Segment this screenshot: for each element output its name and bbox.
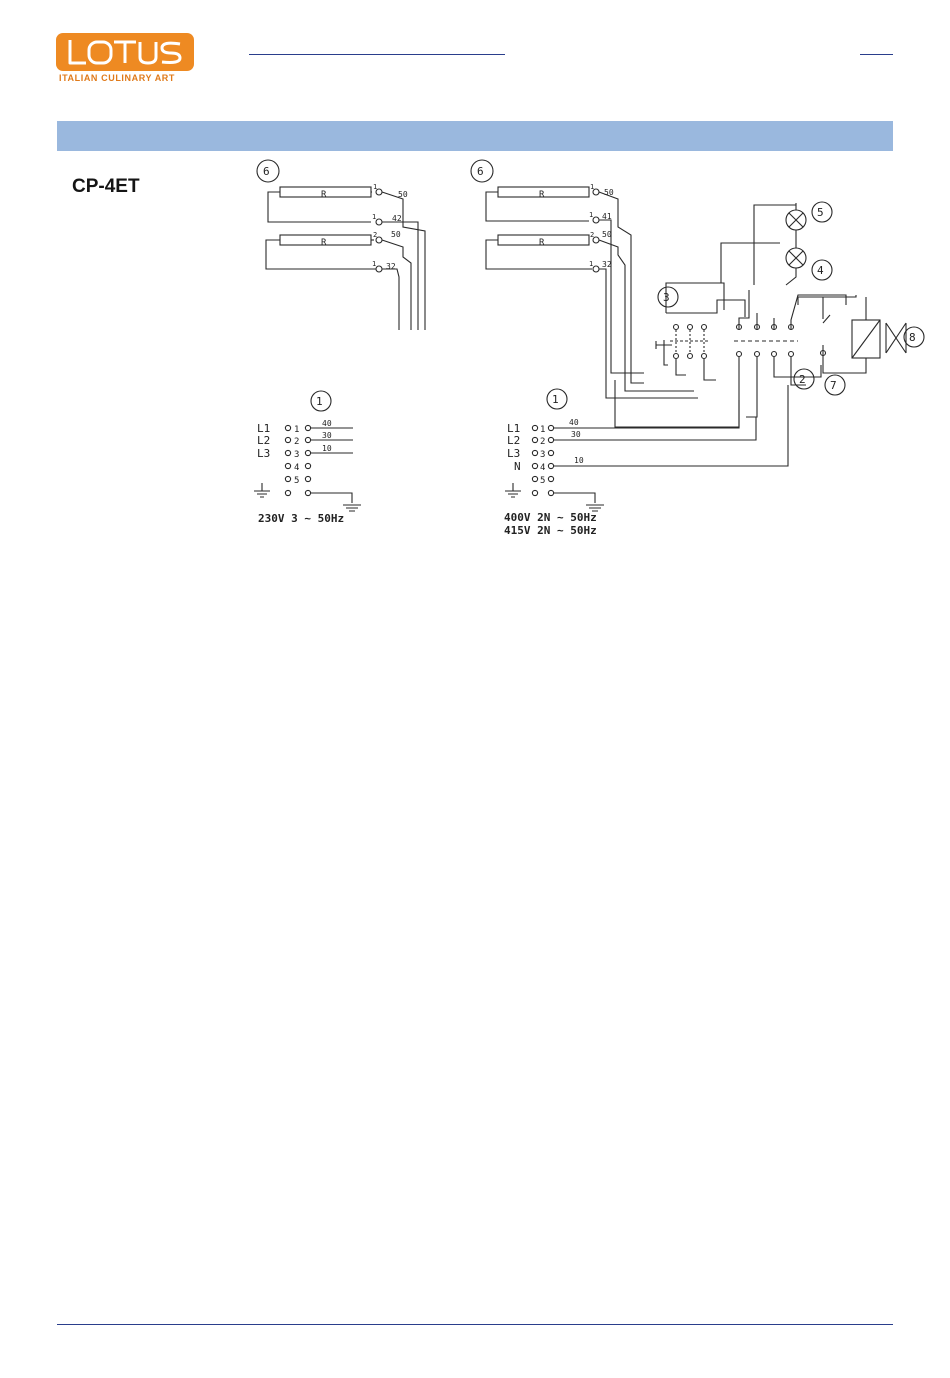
left-callout-1-label: 1 [316, 395, 323, 408]
left-label-l2: L2 [257, 434, 270, 447]
right-callout-1-label: 1 [552, 393, 559, 406]
left-hterm-b: 50 [398, 190, 408, 199]
right-tnum-3: 3 [540, 450, 545, 460]
left-supply-rating: 230V 3 ~ 50Hz [258, 512, 344, 525]
right-hterm-e: 2 [590, 231, 594, 239]
right-supply-415v: 415V 2N ~ 50Hz [504, 524, 597, 537]
left-hterm-g: 1 [372, 260, 376, 268]
lotus-logo: ITALIAN CULINARY ART [56, 33, 194, 85]
right-wire-10: 10 [574, 456, 584, 465]
right-tnum-4: 4 [540, 463, 545, 473]
left-resistor-2-label: R [321, 238, 327, 248]
model-title: CP-4ET [72, 176, 140, 198]
right-hterm-c: 1 [589, 211, 593, 219]
left-tnum-1: 1 [294, 425, 299, 435]
right-resistor-1-label: R [539, 190, 545, 200]
right-hterm-b: 50 [604, 188, 614, 197]
left-tnum-2: 2 [294, 437, 299, 447]
right-hterm-f: 50 [602, 230, 612, 239]
left-hterm-c: 1 [372, 213, 376, 221]
right-callout-2-label: 2 [799, 373, 806, 386]
left-tnum-4: 4 [294, 463, 299, 473]
right-hterm-h: 32 [602, 260, 612, 269]
right-label-l3: L3 [507, 447, 520, 460]
right-callout-5-label: 5 [817, 206, 824, 219]
left-tnum-5: 5 [294, 476, 299, 486]
right-wire-30: 30 [571, 430, 581, 439]
left-wire-40: 40 [322, 419, 332, 428]
right-resistor-2-label: R [539, 238, 545, 248]
right-callout-7-label: 7 [830, 379, 837, 392]
right-callout-4-label: 4 [817, 264, 824, 277]
right-hterm-a: 1 [590, 183, 594, 191]
left-tnum-3: 3 [294, 450, 299, 460]
right-callout-3-label: 3 [663, 291, 670, 304]
logo-tagline: ITALIAN CULINARY ART [59, 73, 175, 83]
left-hterm-e: 2 [373, 231, 377, 239]
wiring-diagram: R R 6 1 1 50 1 42 2 50 1 32 L1 L2 L3 1 2… [246, 155, 936, 547]
right-tnum-1: 1 [540, 425, 545, 435]
left-label-l3: L3 [257, 447, 270, 460]
left-hterm-h: 32 [386, 262, 396, 271]
right-callout-8-label: 8 [909, 331, 916, 344]
left-resistor-1-label: R [321, 190, 327, 200]
header-rule-left [249, 54, 505, 55]
right-tnum-5: 5 [540, 476, 545, 486]
left-hterm-d: 42 [392, 214, 402, 223]
right-label-l2: L2 [507, 434, 520, 447]
right-hterm-d: 41 [602, 212, 612, 221]
section-band [57, 121, 893, 151]
left-wire-30: 30 [322, 431, 332, 440]
right-label-n: N [514, 460, 521, 473]
right-wire-40: 40 [569, 418, 579, 427]
footer-rule [57, 1324, 893, 1325]
left-hterm-a: 1 [373, 183, 377, 191]
left-hterm-f: 50 [391, 230, 401, 239]
right-tnum-2: 2 [540, 437, 545, 447]
right-callout-6-label: 6 [477, 165, 484, 178]
logo-wordmark [56, 33, 194, 71]
left-wire-10: 10 [322, 444, 332, 453]
right-hterm-g: 1 [589, 260, 593, 268]
header-rule-right [860, 54, 893, 55]
left-callout-6-label: 6 [263, 165, 270, 178]
right-supply-400v: 400V 2N ~ 50Hz [504, 511, 597, 524]
